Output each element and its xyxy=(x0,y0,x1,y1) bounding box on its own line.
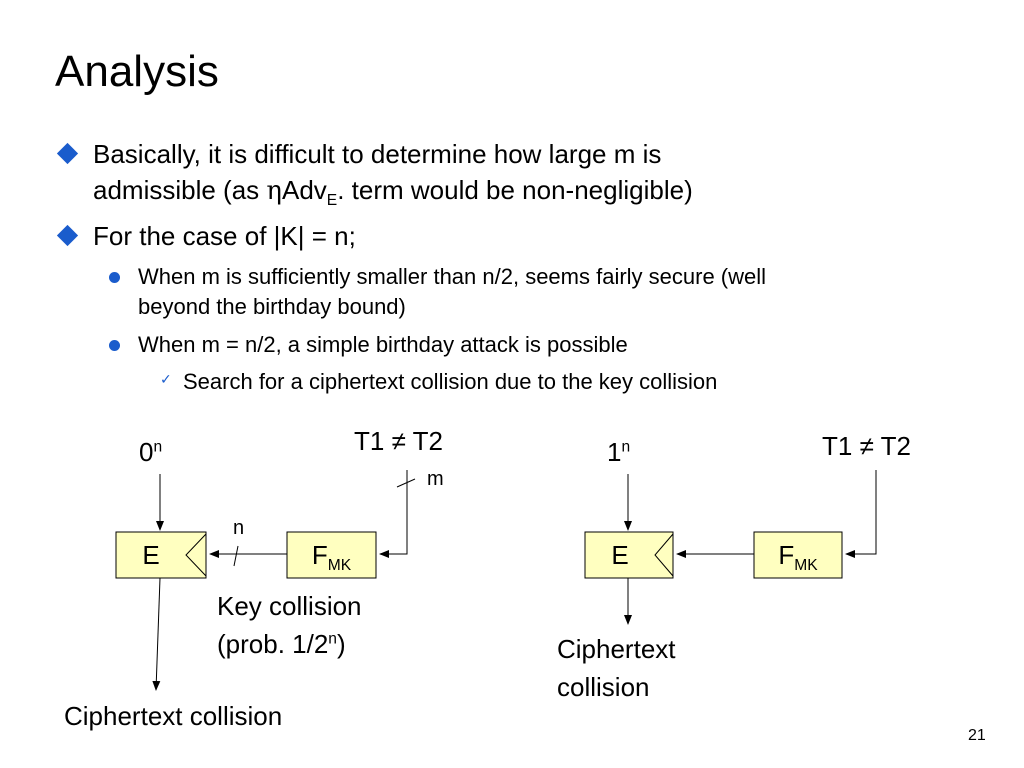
left-tag-path xyxy=(379,470,408,558)
bullet-2: For the case of |K| = n; xyxy=(93,221,356,251)
check-item: Search for a ciphertext collision due to… xyxy=(183,369,718,394)
left-f-label: FMK xyxy=(311,540,352,575)
right-output-line-1: Ciphertext xyxy=(557,634,676,664)
left-n-label: n xyxy=(233,517,245,539)
left-e-box xyxy=(115,531,207,579)
left-output-arrow xyxy=(152,577,161,691)
check-mark-icon: ✓ xyxy=(160,372,172,388)
right-e-label: E xyxy=(611,540,629,570)
key-collision-line-1: Key collision xyxy=(217,591,362,621)
bullet-1-line-1: Basically, it is difficult to determine … xyxy=(93,139,662,169)
page-number: 21 xyxy=(968,727,986,744)
sub-bullet-1-line-2: beyond the birthday bound) xyxy=(138,294,406,319)
left-tag-label: T1 ≠ T2 xyxy=(354,426,443,456)
round-bullet-icon xyxy=(109,272,120,283)
left-f-box xyxy=(286,531,377,579)
eta-symbol: η xyxy=(266,176,282,206)
right-f-label: FMK xyxy=(778,540,818,575)
right-tag-path xyxy=(845,470,877,558)
sub-bullet-1-line-1: When m is sufficiently smaller than n/2,… xyxy=(138,264,767,289)
left-output-label: Ciphertext collision xyxy=(64,701,283,731)
right-output-line-2: collision xyxy=(557,672,650,702)
key-collision-line-2: (prob. 1/2n) xyxy=(217,629,346,659)
left-m-label: m xyxy=(427,468,444,490)
right-tag-label: T1 ≠ T2 xyxy=(822,431,911,461)
round-bullet-icon xyxy=(109,340,120,351)
right-input-label: 1n xyxy=(607,437,631,467)
sub-bullet-2: When m = n/2, a simple birthday attack i… xyxy=(138,332,628,357)
right-e-box xyxy=(584,531,674,579)
slide-title: Analysis xyxy=(55,47,219,96)
left-e-label: E xyxy=(142,540,160,570)
right-f-box xyxy=(753,531,843,579)
bullet-1-line-2: admissible (as ηAdvE. term would be non-… xyxy=(93,175,693,210)
left-input-label: 0n xyxy=(139,437,163,467)
